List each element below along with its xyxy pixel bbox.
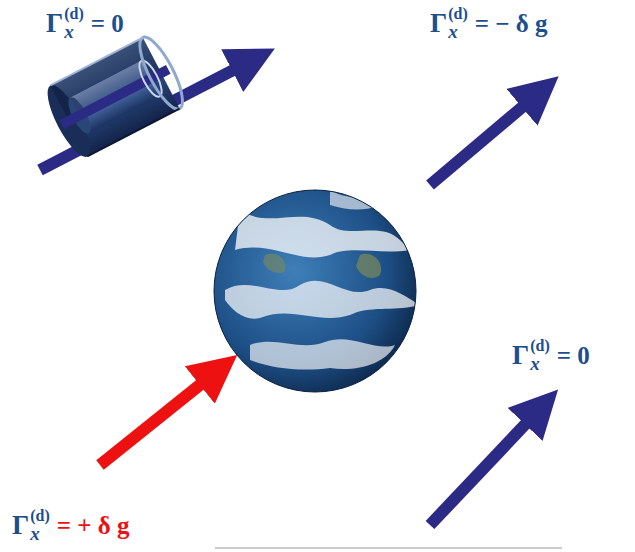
value-text: = + δ g [57,513,130,538]
index-stack: (d)x [530,338,550,373]
symbol-gamma: Γ [12,512,29,539]
symbol-gamma: Γ [46,10,63,37]
superscript: (d) [64,6,84,22]
formula-label: Γ(d)x = 0 [512,338,590,373]
index-stack: (d)x [448,6,468,41]
subscript: x [30,524,40,543]
index-stack: (d)x [30,508,50,543]
superscript: (d) [448,6,468,22]
value-text: = 0 [91,11,124,36]
symbol-gamma: Γ [430,10,447,37]
subscript: x [448,22,458,41]
symbol-gamma: Γ [512,342,529,369]
superscript: (d) [530,338,550,354]
formula-label: Γ(d)x = − δ g [430,6,547,41]
superscript: (d) [30,508,50,524]
value-text: = − δ g [475,11,548,36]
subscript: x [64,22,74,41]
subscript: x [530,354,540,373]
value-text: = 0 [557,343,590,368]
index-stack: (d)x [64,6,84,41]
formula-label: Γ(d)x = 0 [46,6,124,41]
formula-label: Γ(d)x = + δ g [12,508,129,543]
